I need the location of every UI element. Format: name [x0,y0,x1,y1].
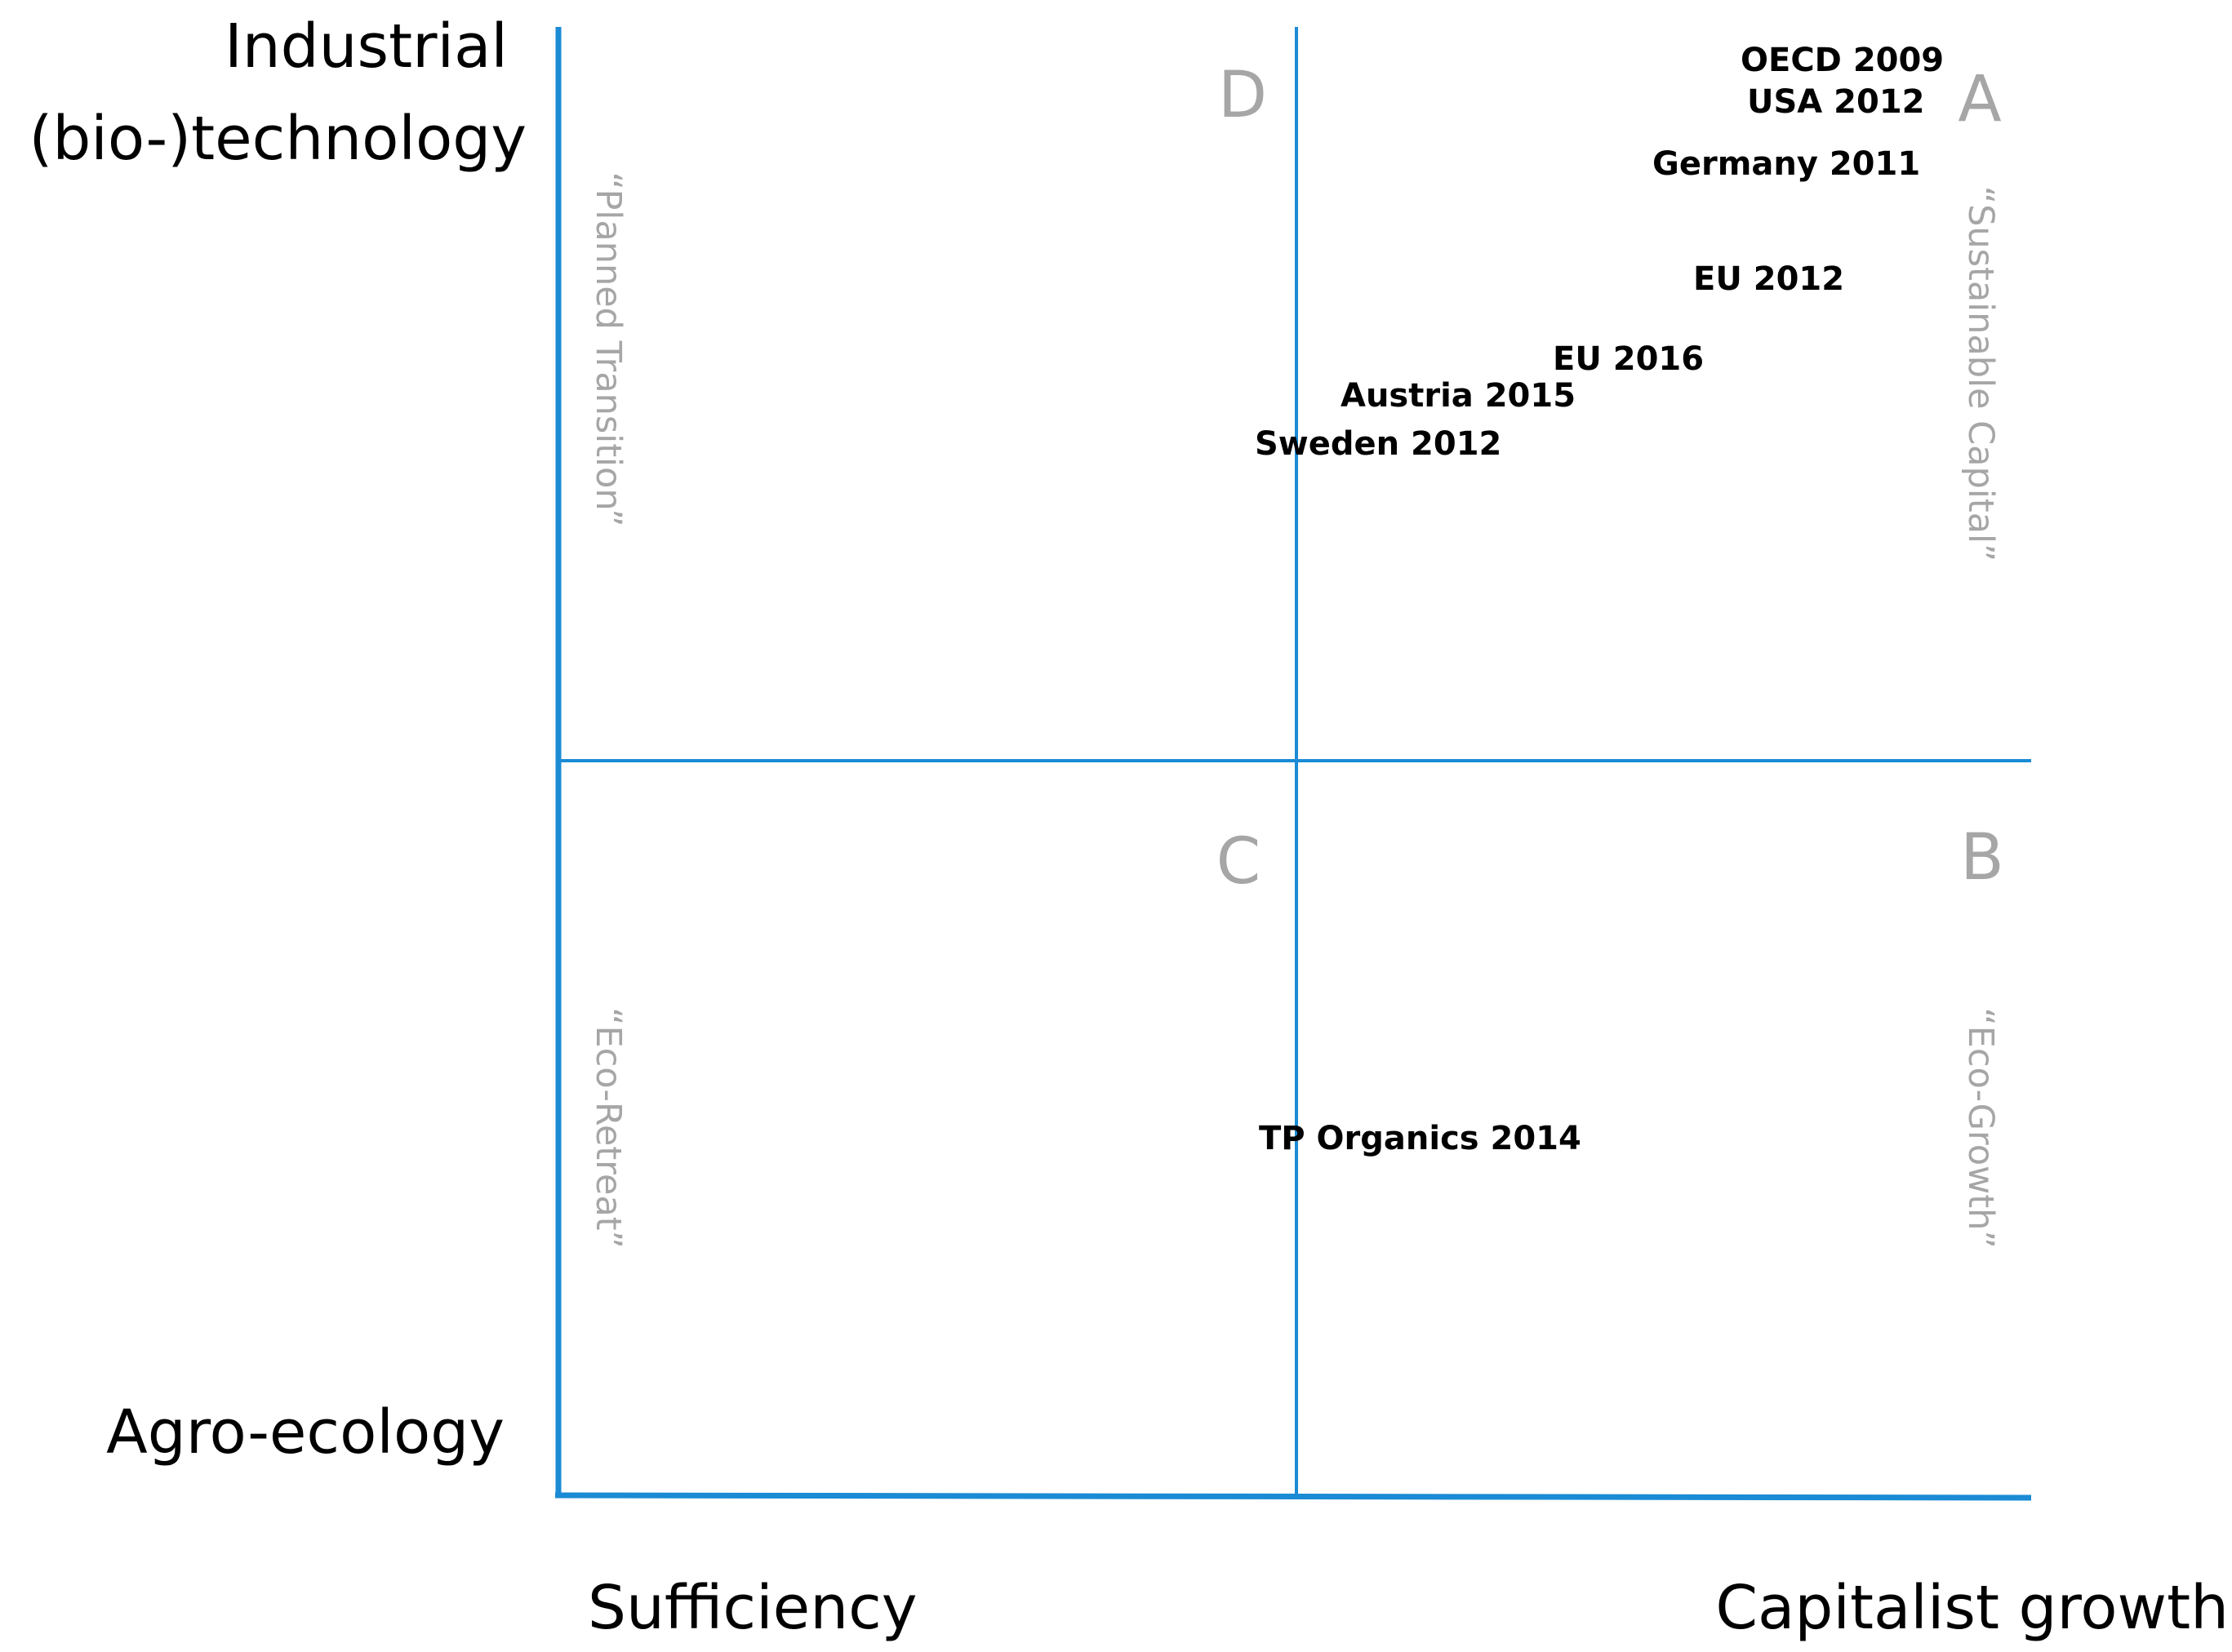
document-label: OECD 2009 [1741,42,1944,79]
x-axis-line [554,1492,2032,1501]
y-axis-top-label-line-1: Industrial [225,11,508,82]
scenario-name-a: “Sustainable Capital” [1960,186,2001,562]
y-axis-bottom-label: Agro-ecology [106,1397,505,1468]
y-axis-top-label-line-2: (bio-)technology [29,104,527,174]
x-axis-right-label: Capitalist growth [1715,1573,2229,1643]
quadrant-letter-a: A [1958,63,2001,136]
scenario-name-d: “Planned Transition” [588,172,629,527]
quadrant-letter-d: D [1218,59,1267,132]
document-label: TP Organics 2014 [1259,1120,1581,1157]
document-label: EU 2012 [1693,260,1844,298]
document-label: Austria 2015 [1341,377,1576,415]
quadrant-letter-c: C [1216,825,1261,899]
scenario-name-b: “Eco-Growth” [1960,1007,2001,1248]
quadrant-letter-b: B [1960,821,2004,895]
document-label: Germany 2011 [1652,145,1920,183]
document-label: EU 2016 [1553,340,1704,378]
scenario-name-c: “Eco-Retreat” [588,1007,629,1249]
document-label: Sweden 2012 [1255,425,1501,463]
document-label: USA 2012 [1747,83,1925,121]
x-axis-left-label: Sufficiency [588,1573,918,1643]
